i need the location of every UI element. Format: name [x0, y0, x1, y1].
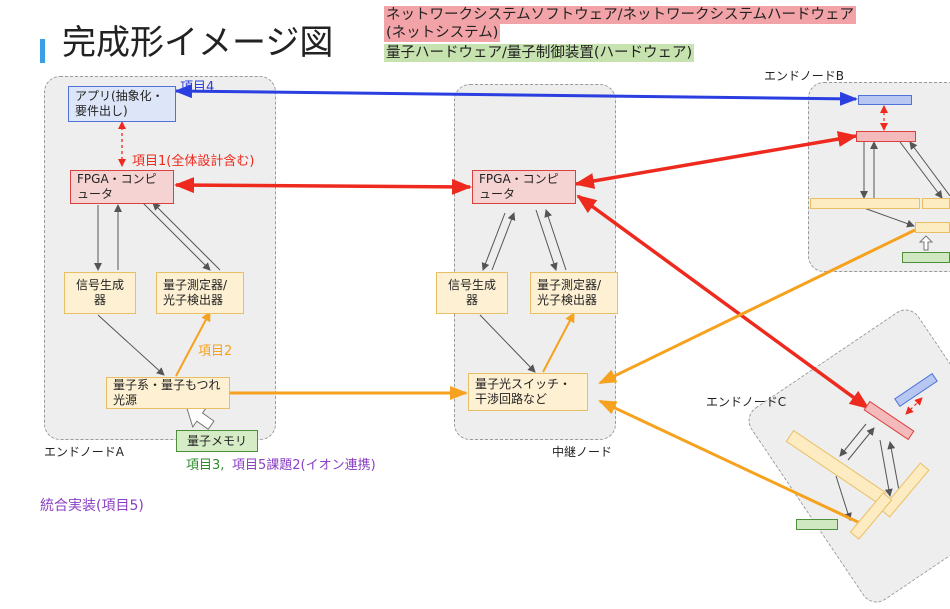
title-accent-bar [40, 39, 45, 63]
page-title: 完成形イメージ図 [62, 23, 334, 63]
node-a-measurement-box: 量子測定器/光子検出器 [156, 272, 244, 314]
relay-fpga-box: FPGA・コンピュータ [472, 170, 576, 204]
item3-label: 項目3, [186, 458, 225, 473]
end-node-c-label: エンドノードC [706, 395, 787, 409]
node-a-quantum-system-box: 量子系・量子もつれ光源 [106, 377, 230, 409]
relay-measurement-box: 量子測定器/光子検出器 [530, 272, 618, 314]
node-b-quantum-block [915, 222, 950, 233]
node-c-memory-block [796, 519, 838, 530]
node-a-quantum-memory-box: 量子メモリ [176, 430, 258, 452]
end-node-b-label: エンドノードB [764, 69, 844, 83]
node-a-fpga-box: FPGA・コンピュータ [70, 170, 174, 204]
node-b-fpga-block [856, 131, 916, 142]
item2-label: 項目2 [198, 344, 233, 359]
node-a-app-box: アプリ(抽象化・要件出し) [68, 86, 176, 122]
node-b-app-block [858, 95, 912, 105]
item1-label: 項目1(全体設計含む) [132, 154, 255, 169]
node-b-measurement-block [922, 198, 950, 209]
relay-signal-generator-box: 信号生成器 [436, 272, 508, 314]
end-node-a-label: エンドノードA [44, 445, 124, 459]
item4-label: 項目4 [180, 80, 215, 95]
legend-network-system-abbrev: (ネットシステム) [384, 24, 501, 42]
item5-label: 項目5課題2(イオン連携) [232, 458, 376, 473]
node-a-signal-generator-box: 信号生成器 [64, 272, 136, 314]
node-b-memory-block [902, 252, 950, 263]
footer-label: 統合実装(項目5) [40, 498, 144, 514]
legend-quantum-hardware: 量子ハードウェア/量子制御装置(ハードウェア) [384, 44, 695, 62]
relay-node-label: 中継ノード [552, 445, 613, 459]
relay-switch-box: 量子光スイッチ・干渉回路など [468, 373, 588, 411]
legend-network-system: ネットワークシステムソフトウェア/ネットワークシステムハードウェア [384, 6, 857, 24]
connector-layer [94, 84, 950, 525]
node-b-signal-block [810, 198, 920, 209]
